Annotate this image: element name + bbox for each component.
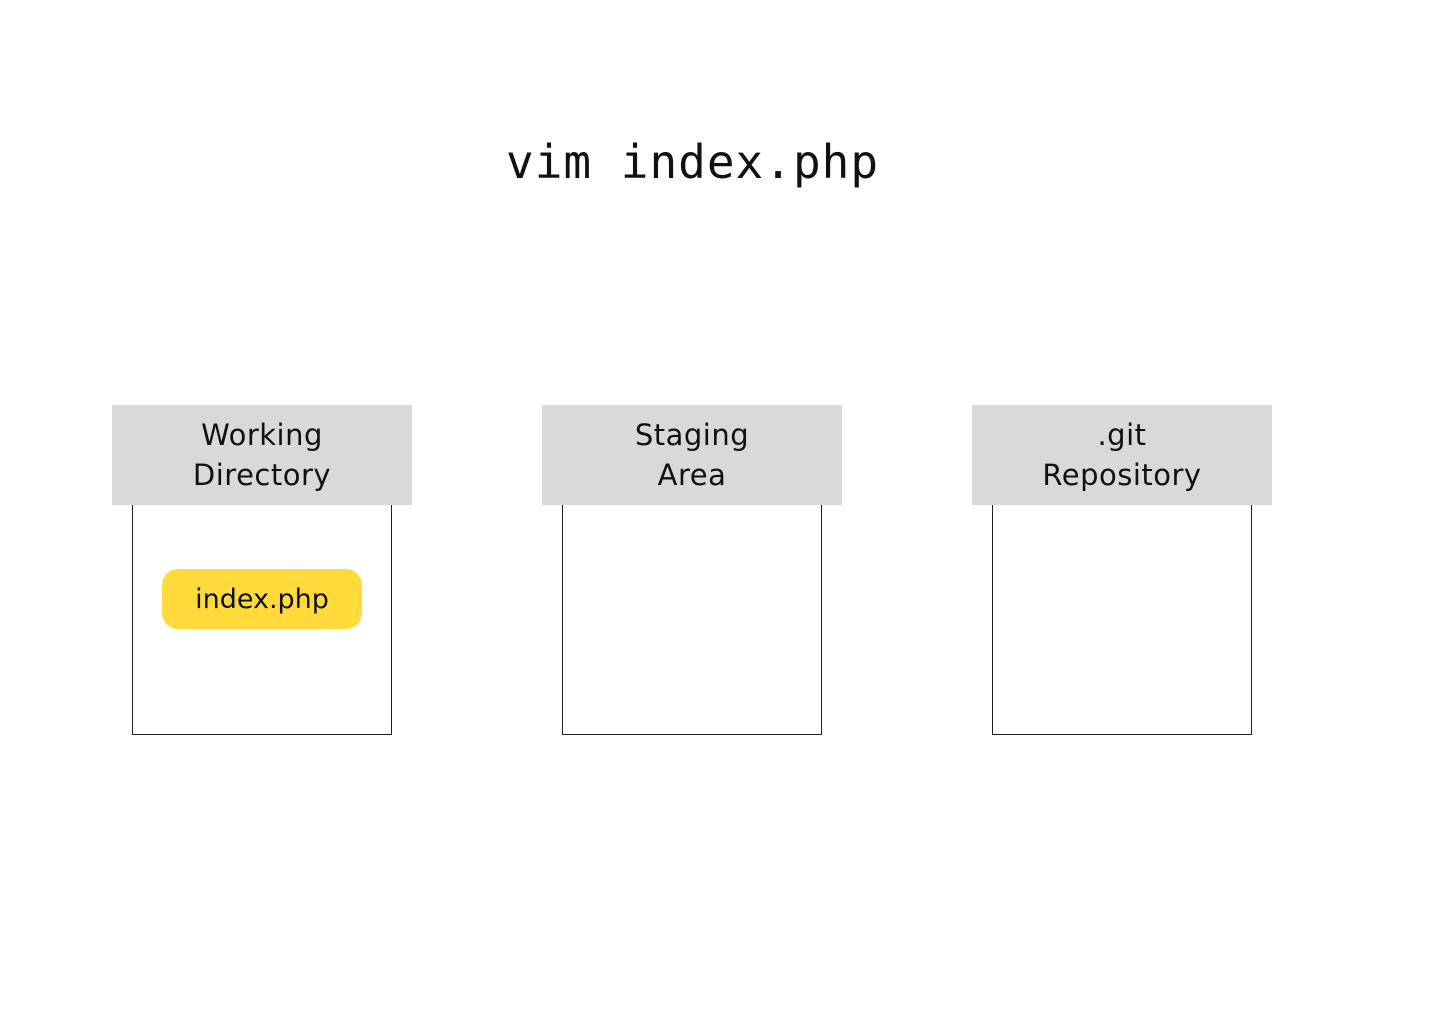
stage-working-directory: Working Directory index.php — [112, 405, 412, 735]
stage-header-staging-area: Staging Area — [542, 405, 842, 505]
stage-title-line2: Repository — [1042, 458, 1202, 492]
stage-container-working-directory: index.php — [132, 505, 392, 735]
stage-container-git-repository — [992, 505, 1252, 735]
stage-title-line1: Staging — [634, 418, 750, 452]
stage-container-staging-area — [562, 505, 822, 735]
stage-title-line2: Area — [657, 458, 727, 492]
stage-header-git-repository: .git Repository — [972, 405, 1272, 505]
stage-title-line1: .git — [1097, 418, 1147, 452]
stage-header-working-directory: Working Directory — [112, 405, 412, 505]
command-text: vim index.php — [506, 135, 880, 189]
file-pill-index-php[interactable]: index.php — [162, 569, 362, 629]
stage-staging-area: Staging Area — [542, 405, 842, 735]
stage-title-line1: Working — [201, 418, 323, 452]
stage-title-line2: Directory — [192, 458, 332, 492]
stage-git-repository: .git Repository — [972, 405, 1272, 735]
